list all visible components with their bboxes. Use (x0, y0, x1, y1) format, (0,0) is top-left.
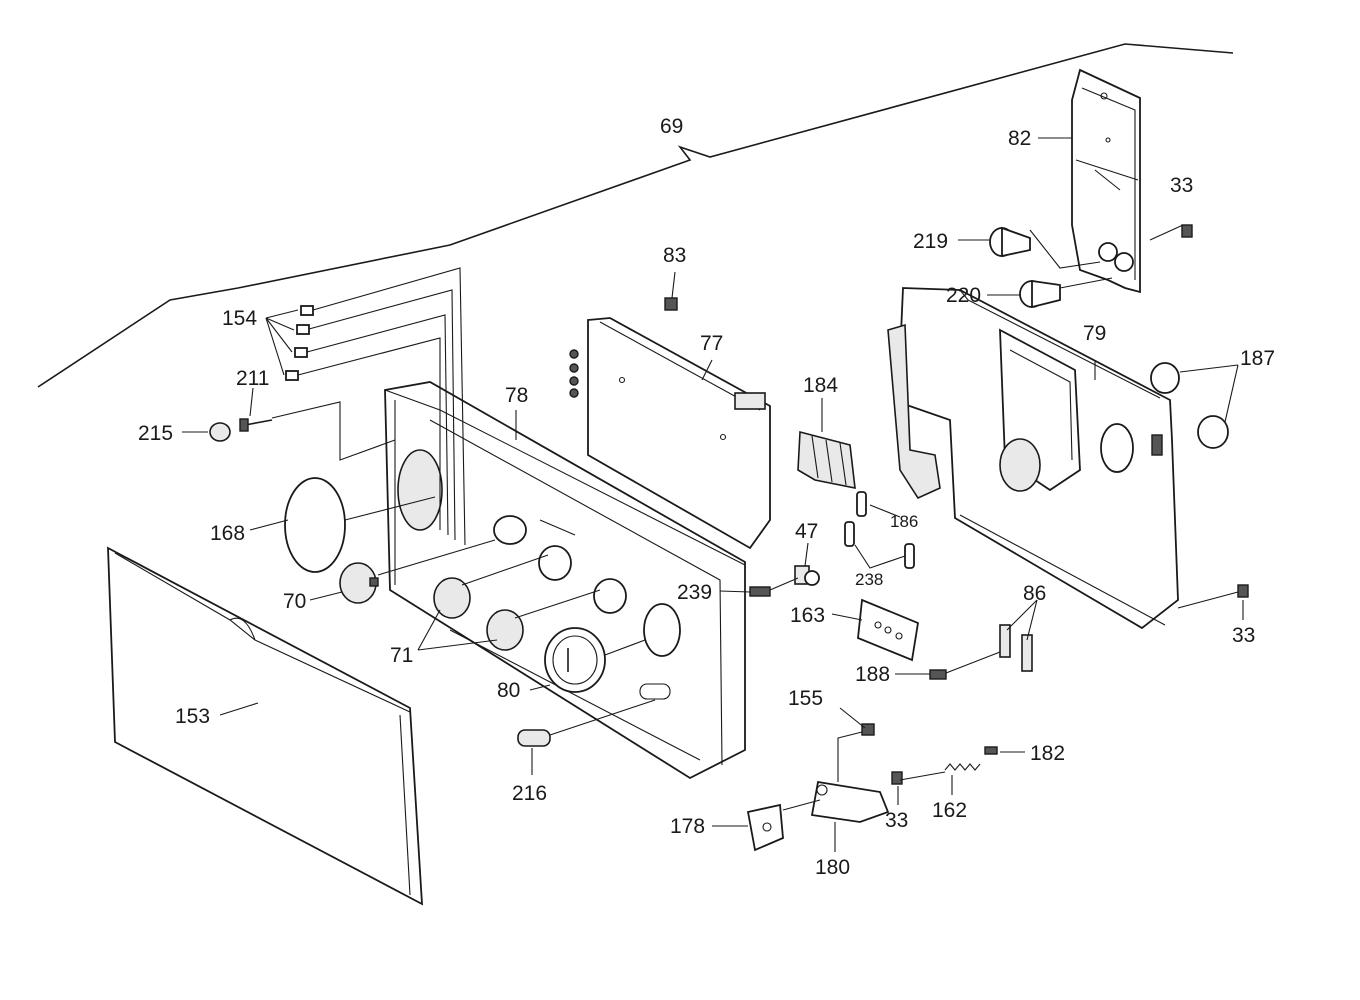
callout-163: 163 (790, 604, 825, 627)
callout-184: 184 (803, 374, 838, 397)
part-215-cap (209, 422, 231, 442)
part-219-grommet (989, 226, 1031, 258)
callout-33: 33 (1232, 624, 1255, 647)
part-86-clips (999, 624, 1033, 672)
callout-47: 47 (795, 520, 818, 543)
part-180-bracket (810, 780, 890, 823)
part-78-control-panel-housing (384, 381, 746, 780)
callout-86: 86 (1023, 582, 1046, 605)
callout-219: 219 (913, 230, 948, 253)
part-83-screw (664, 297, 678, 311)
part-162-spring (944, 763, 981, 771)
part-178-bracket (746, 803, 784, 852)
callout-216: 216 (512, 782, 547, 805)
callout-78: 78 (505, 384, 528, 407)
callout-77: 77 (700, 332, 723, 355)
part-153-front-panel (107, 546, 423, 906)
part-238-fuses (844, 521, 915, 569)
part-239-screw (749, 586, 771, 597)
callout-154: 154 (222, 307, 257, 330)
callout-238: 238 (855, 570, 883, 589)
callout-82: 82 (1008, 127, 1031, 150)
callout-labels: 69 82 33 219 220 83 77 79 187 154 211 21… (138, 115, 1275, 879)
part-33-screws (891, 224, 1249, 785)
part-220-grommet (1019, 279, 1061, 309)
part-163-plate (857, 598, 920, 662)
callout-71: 71 (390, 644, 413, 667)
callout-155: 155 (788, 687, 823, 710)
part-188-screw (929, 669, 947, 680)
part-71-knobs (433, 577, 524, 651)
part-82-back-bracket (1071, 68, 1141, 294)
part-47-clip (794, 565, 820, 586)
callout-182: 182 (1030, 742, 1065, 765)
callout-83: 83 (663, 244, 686, 267)
part-79-rear-panel (887, 287, 1179, 630)
callout-187: 187 (1240, 347, 1275, 370)
callout-33: 33 (885, 809, 908, 832)
callout-80: 80 (497, 679, 520, 702)
part-80-timer (544, 627, 606, 693)
part-182-pin (984, 746, 998, 755)
callout-188: 188 (855, 663, 890, 686)
callout-239: 239 (677, 581, 712, 604)
part-186-fuse (856, 491, 867, 517)
callout-178: 178 (670, 815, 705, 838)
part-187-grommets (1150, 362, 1229, 449)
callout-211: 211 (236, 367, 269, 390)
callout-79: 79 (1083, 322, 1106, 345)
part-155-screw (861, 723, 875, 736)
part-216-cover (517, 729, 551, 747)
part-154-wires (285, 267, 466, 546)
callout-186: 186 (890, 512, 918, 531)
callout-162: 162 (932, 799, 967, 822)
callout-168: 168 (210, 522, 245, 545)
callout-70: 70 (283, 590, 306, 613)
part-70-knob (339, 562, 379, 604)
callout-33: 33 (1170, 174, 1193, 197)
cabinet-top-outline (37, 43, 1234, 388)
part-77-control-board (569, 317, 771, 550)
callout-215: 215 (138, 422, 173, 445)
callout-153: 153 (175, 705, 210, 728)
part-168-lens (284, 477, 346, 573)
part-211-screw (239, 418, 273, 432)
callout-180: 180 (815, 856, 850, 879)
leader-lines (182, 137, 1244, 852)
callout-220: 220 (946, 284, 981, 307)
callout-69: 69 (660, 115, 683, 138)
part-184-terminal-block (797, 430, 856, 490)
